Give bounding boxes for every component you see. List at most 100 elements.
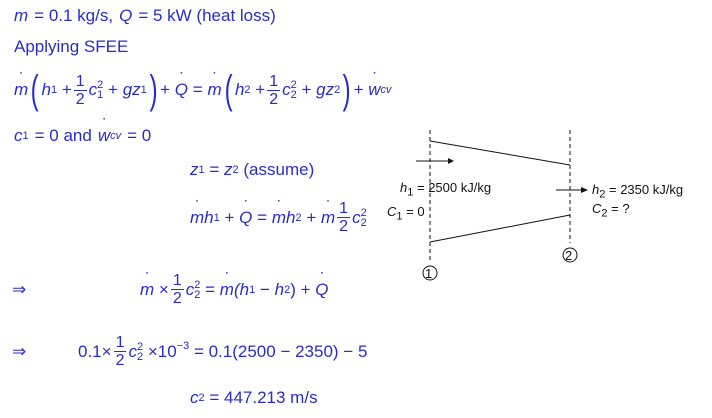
c2: c xyxy=(128,341,137,361)
c2: c xyxy=(352,207,361,227)
qdot: Q xyxy=(175,69,188,100)
equals: = xyxy=(257,207,268,227)
plus: + xyxy=(108,80,118,99)
num: 1 xyxy=(73,72,87,91)
step2-rhs: = 0.1(2500 − 2350) − 5 xyxy=(193,341,368,361)
sup: 2 xyxy=(290,79,297,91)
mdot-symbol: m xyxy=(14,0,28,26)
paren: ( xyxy=(224,68,233,112)
plus: + xyxy=(61,80,72,99)
plus: + xyxy=(306,207,317,227)
equals: = xyxy=(205,279,216,299)
wdot: w xyxy=(368,69,380,100)
z2: z xyxy=(224,160,233,179)
h2: h xyxy=(285,207,296,227)
times-ten: ×10 xyxy=(147,341,177,361)
sub: cv xyxy=(380,84,392,96)
den: 2 xyxy=(115,352,125,369)
conditions-line: c1 = 0 and wcv = 0 xyxy=(14,115,152,146)
close-plus: ) + xyxy=(290,279,311,299)
given-line: m = 0.1 kg/s, Q = 5 kW (heat loss) xyxy=(14,0,276,26)
mdot: m xyxy=(272,197,286,228)
sub: 2 xyxy=(244,84,251,96)
h1: (h xyxy=(233,279,250,299)
num: 1 xyxy=(267,72,281,91)
qdot-value: = 5 kW (heat loss) xyxy=(138,6,276,25)
sub: cv xyxy=(110,130,122,142)
sub: 1 xyxy=(50,84,58,96)
result-value: = 447.213 m/s xyxy=(209,388,318,407)
section-1-label: 1 xyxy=(425,266,433,281)
coefficient: 0.1× xyxy=(78,341,112,361)
section-2-label: 2 xyxy=(565,248,573,263)
qdot: Q xyxy=(315,269,328,300)
inlet-arrowhead xyxy=(448,158,454,164)
wdot: w xyxy=(98,115,110,146)
sub: 2 xyxy=(334,84,341,96)
h1: h xyxy=(41,80,51,99)
paren: ( xyxy=(30,68,39,112)
mdot: m xyxy=(14,69,28,100)
plus: + xyxy=(353,80,364,99)
num: 1 xyxy=(170,272,184,290)
den: 2 xyxy=(269,90,279,108)
nozzle-bottom-wall xyxy=(429,214,571,243)
paren: ) xyxy=(149,68,158,112)
c1-label: C1 = 0 xyxy=(387,204,425,223)
sub: 2 xyxy=(198,392,205,404)
c1: c xyxy=(14,126,23,145)
c2: c xyxy=(282,80,291,99)
num: 1 xyxy=(113,334,127,352)
plus: + xyxy=(255,80,266,99)
nozzle-diagram: 1 2 h1 = 2500 kJ/kg C1 = 0 h2 = 2350 kJ/… xyxy=(380,130,710,290)
plus: + xyxy=(160,80,171,99)
h2: h xyxy=(234,80,245,99)
sub: 2 xyxy=(290,89,297,101)
den: 2 xyxy=(172,290,182,307)
outlet-arrowhead xyxy=(581,187,588,193)
h1-label: h1 = 2500 kJ/kg xyxy=(400,180,492,199)
mdot: m xyxy=(140,269,154,300)
den: 2 xyxy=(75,90,85,108)
plus: + xyxy=(224,207,235,227)
mdot: m xyxy=(207,69,221,100)
times: × xyxy=(158,279,169,299)
reduced-equation: mh1 + Q = mh2 + m 12 c22 xyxy=(190,197,367,236)
equals: = xyxy=(209,160,220,179)
w-rest: = 0 xyxy=(127,126,152,145)
gz2: gz xyxy=(316,80,335,99)
assume-note: (assume) xyxy=(243,160,315,179)
equals: = xyxy=(192,80,203,99)
step1-equation: ⇒ m × 12 c22 = m(h1 − h2 ) + Q xyxy=(12,269,328,308)
minus: − xyxy=(259,279,270,299)
paren: ) xyxy=(342,68,351,112)
section-1-circle xyxy=(422,265,438,281)
exponent: −3 xyxy=(176,340,190,352)
sub: 1 xyxy=(97,89,104,101)
z1: z xyxy=(190,160,199,179)
den: 2 xyxy=(339,218,349,235)
sub: 1 xyxy=(140,84,147,96)
gz1: gz xyxy=(122,80,141,99)
nozzle-top-wall xyxy=(429,140,571,166)
mdot: m xyxy=(190,197,204,228)
c1: c xyxy=(88,80,98,99)
plus: + xyxy=(301,80,312,99)
h2: h xyxy=(274,279,285,299)
implies-symbol: ⇒ xyxy=(12,279,27,299)
qdot: Q xyxy=(239,197,252,228)
section-2-circle xyxy=(562,247,578,263)
mdot: m xyxy=(321,197,335,228)
mdot: m xyxy=(220,269,234,300)
c2: c xyxy=(190,388,199,407)
implies-symbol: ⇒ xyxy=(12,341,27,361)
sup: 2 xyxy=(97,79,104,91)
